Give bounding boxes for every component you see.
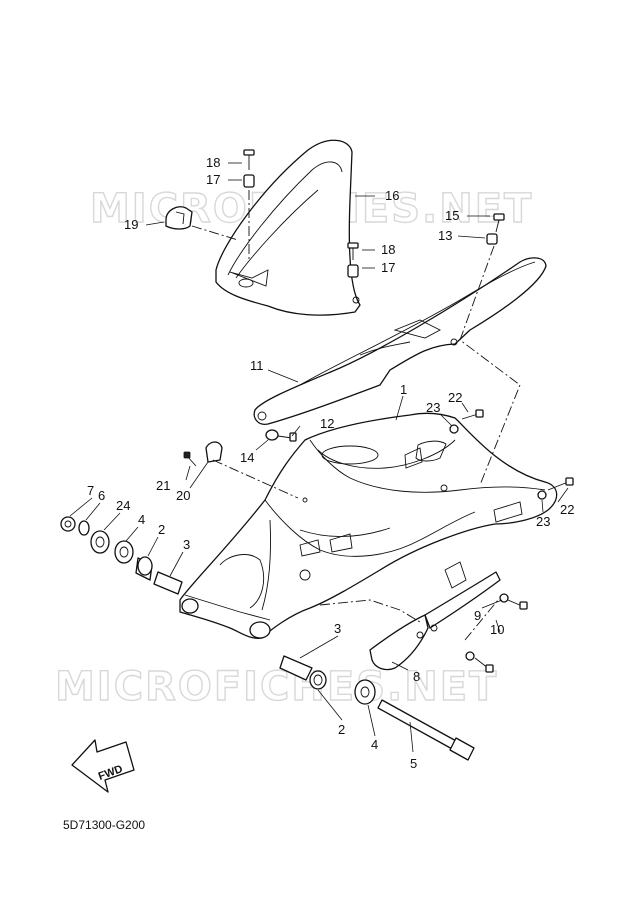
- callout-11: 11: [250, 358, 264, 373]
- nut-14: [265, 429, 279, 441]
- assembly-line-bracket: [319, 599, 421, 623]
- callout-4-lower: 4: [371, 737, 378, 752]
- bearing-2-lower: [309, 670, 327, 690]
- bolt-12: [277, 432, 297, 442]
- clip-20: [205, 441, 223, 463]
- callout-3-lower: 3: [334, 621, 341, 636]
- rear-fender: [215, 139, 361, 316]
- watermark-bottom: MICROFICHES.NET: [55, 664, 498, 710]
- callout-24: 24: [116, 498, 130, 513]
- chain-cover: [253, 257, 547, 425]
- callout-8: 8: [413, 669, 420, 684]
- callout-14: 14: [240, 450, 254, 465]
- callout-1: 1: [400, 382, 407, 397]
- washer-23-right: [537, 490, 547, 500]
- callout-22-upper: 22: [448, 390, 462, 405]
- bolt-22-upper: [461, 409, 484, 420]
- callout-17-upper: 17: [206, 172, 220, 187]
- assembly-line-bolt9: [464, 599, 499, 641]
- bolt-10: [474, 599, 528, 673]
- callout-3-left: 3: [183, 537, 190, 552]
- callout-20: 20: [176, 488, 190, 503]
- collar-24: [90, 530, 110, 554]
- bolt-15: [493, 213, 505, 233]
- assembly-line-clip: [212, 459, 299, 499]
- swingarm: [179, 412, 558, 639]
- callout-16: 16: [385, 188, 399, 203]
- callout-5: 5: [410, 756, 417, 771]
- callout-13: 13: [438, 228, 452, 243]
- callout-4-left: 4: [138, 512, 145, 527]
- bolt-21: [183, 451, 197, 467]
- collar-17-upper: [243, 174, 255, 188]
- callout-10: 10: [490, 622, 504, 637]
- collar-13: [486, 233, 498, 245]
- nut-7: [60, 516, 76, 532]
- washer-23-upper: [449, 424, 459, 434]
- seal-4-left: [114, 540, 134, 564]
- callout-19: 19: [124, 217, 138, 232]
- bearing-2-left: [135, 556, 153, 581]
- bolt-18-lower: [347, 242, 359, 260]
- leader-lines: [69, 162, 569, 753]
- callout-18-lower: 18: [381, 242, 395, 257]
- callouts: 18 17 16 19 15 13 18 17 11 1 22 23 12 14…: [87, 155, 574, 771]
- bolt-18-upper: [243, 149, 255, 170]
- callout-21: 21: [156, 478, 170, 493]
- callout-23-right: 23: [536, 514, 550, 529]
- bolt-22-right: [547, 477, 574, 491]
- pivot-shaft-5: [377, 699, 475, 761]
- callout-17-lower: 17: [381, 260, 395, 275]
- diagram-code: 5D71300-G200: [63, 818, 146, 832]
- callout-7: 7: [87, 483, 94, 498]
- callout-23-upper: 23: [426, 400, 440, 415]
- fwd-arrow-icon: FWD: [71, 739, 135, 793]
- chain-guide-8: [369, 561, 501, 671]
- collar-3-left: [153, 571, 183, 595]
- callout-9: 9: [474, 608, 481, 623]
- seal-4-lower: [354, 679, 376, 705]
- assembly-line-chaincover: [459, 245, 521, 486]
- callout-15: 15: [445, 208, 459, 223]
- callout-12: 12: [320, 416, 334, 431]
- washer-6: [78, 520, 90, 536]
- callout-22-right: 22: [560, 502, 574, 517]
- callout-6: 6: [98, 488, 105, 503]
- clamp-19: [165, 206, 193, 230]
- collar-3-lower: [279, 655, 313, 681]
- callout-2-left: 2: [158, 522, 165, 537]
- callout-2-lower: 2: [338, 722, 345, 737]
- assembly-line-fender: [191, 225, 239, 241]
- collar-17-lower: [347, 264, 359, 278]
- callout-18-upper: 18: [206, 155, 220, 170]
